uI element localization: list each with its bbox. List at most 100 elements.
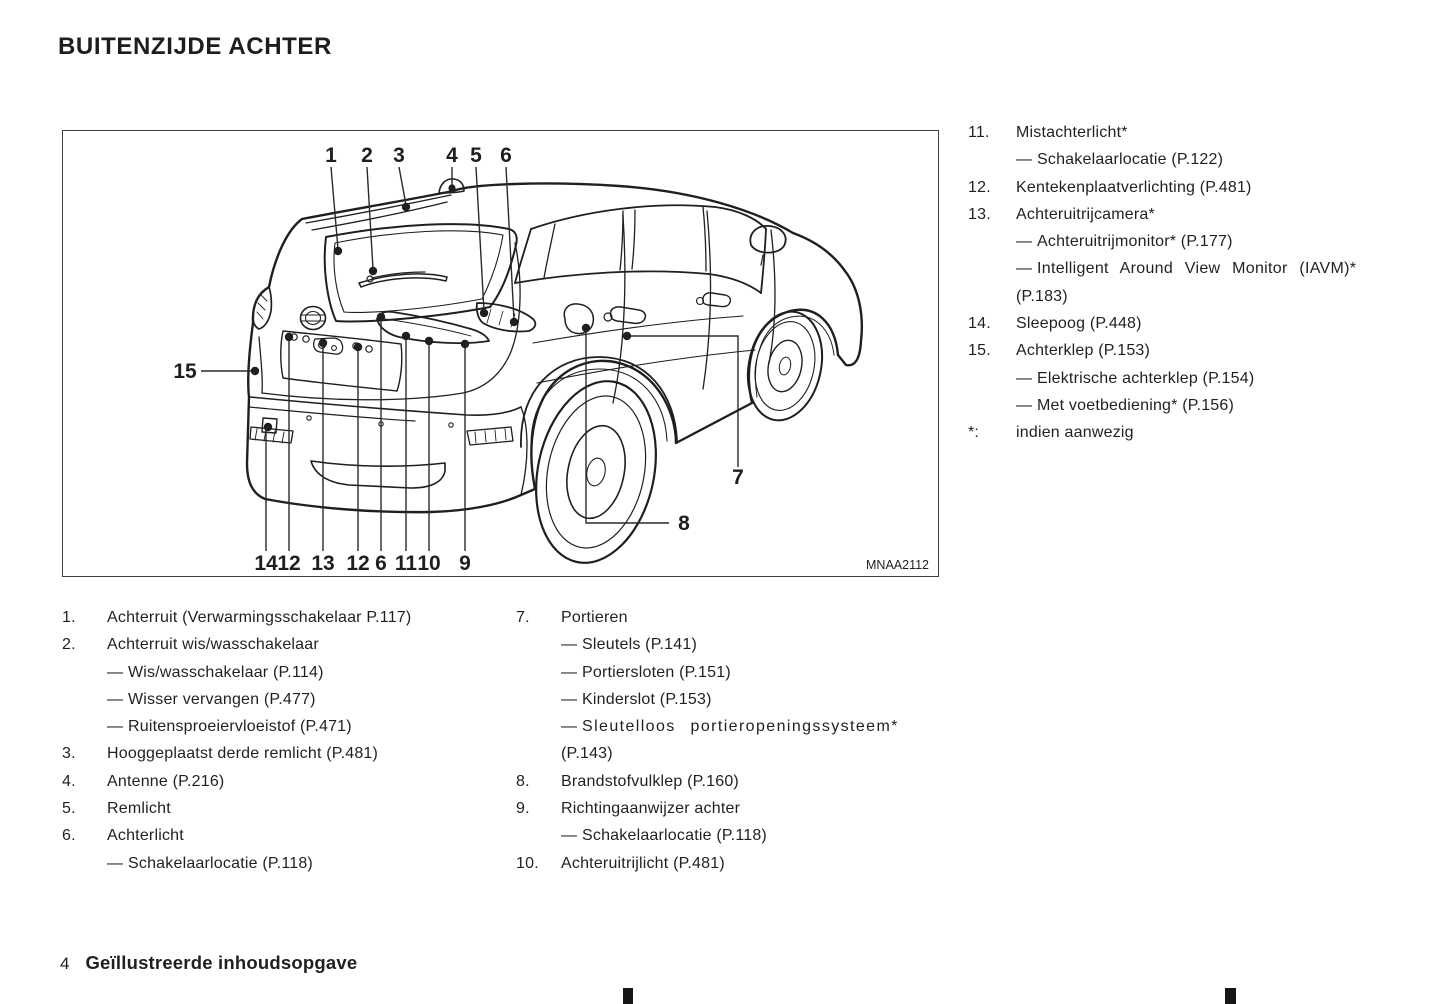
rear-exterior-figure: 1 2 3 4 5 6 15 7 8 14 12 13 12 6 11 10 9… bbox=[62, 130, 939, 577]
rear-wiper bbox=[358, 271, 448, 288]
callout-number: 13 bbox=[311, 552, 334, 575]
dash-bullet: — bbox=[107, 663, 124, 681]
front-wheel bbox=[746, 310, 824, 422]
list-subitem: —Sleutelloos portieropeningssysteem* bbox=[516, 713, 942, 740]
list-item: *: indien aanwezig bbox=[968, 419, 1392, 446]
subitem-text: Wis/wasschakelaar (P.114) bbox=[128, 663, 324, 681]
dash-bullet: — bbox=[107, 854, 124, 872]
print-crop-mark bbox=[1225, 988, 1236, 1004]
item-text: Achterlicht bbox=[107, 827, 184, 845]
list-item: 6. Achterlicht bbox=[62, 822, 502, 849]
item-number: 5. bbox=[62, 800, 76, 818]
list-subitem-continuation: (P.183) bbox=[968, 283, 1392, 310]
list-item: 14.Sleepoog (P.448) bbox=[968, 310, 1392, 337]
callout-number: 12 bbox=[277, 552, 300, 575]
print-crop-mark bbox=[623, 988, 633, 1004]
dash-bullet: — bbox=[561, 636, 578, 654]
dash-bullet: — bbox=[561, 718, 579, 736]
item-number: 4. bbox=[62, 772, 76, 790]
item-text: Antenne (P.216) bbox=[107, 772, 225, 790]
item-number: 10. bbox=[516, 854, 539, 872]
list-subitem: —Met voetbediening* (P.156) bbox=[968, 392, 1392, 419]
parts-list-column-middle: 7.Portieren—Sleutels (P.141)—Portierslot… bbox=[516, 604, 942, 877]
parts-list-column-left: 1. Achterruit (Verwarmingsschakelaar P.11… bbox=[62, 604, 502, 877]
subitem-text: Sleutels (P.141) bbox=[582, 636, 697, 654]
rear-window bbox=[323, 223, 518, 323]
subitem-text: Schakelaarlocatie (P.118) bbox=[128, 854, 313, 872]
item-text: indien aanwezig bbox=[1016, 424, 1134, 442]
dash-bullet: — bbox=[1016, 369, 1033, 387]
subitem-text: Kinderslot (P.153) bbox=[582, 690, 712, 708]
item-text: Achteruitrijlicht (P.481) bbox=[561, 854, 725, 872]
callout-number: 15 bbox=[173, 360, 197, 383]
dash-bullet: — bbox=[561, 827, 578, 845]
list-subitem: —Ruitensproeiervloeistof (P.471) bbox=[62, 713, 502, 740]
side-windows bbox=[514, 204, 767, 294]
callout-number: 6 bbox=[500, 144, 512, 167]
list-item: 9. Richtingaanwijzer achter bbox=[516, 795, 942, 822]
item-number: 3. bbox=[62, 745, 76, 763]
callout-number: 6 bbox=[375, 552, 387, 575]
item-number: 8. bbox=[516, 772, 530, 790]
item-number: 6. bbox=[62, 827, 76, 845]
list-subitem: —Schakelaarlocatie (P.118) bbox=[62, 850, 502, 877]
dash-bullet: — bbox=[1016, 151, 1033, 169]
dash-bullet: — bbox=[1016, 396, 1033, 414]
item-number: *: bbox=[968, 424, 980, 442]
item-text: Achterruit (Verwarmingsschakelaar P.117) bbox=[107, 609, 412, 626]
subitem-text: Met voetbediening* (P.156) bbox=[1037, 396, 1235, 414]
list-subitem-continuation: (P.143) bbox=[516, 740, 942, 767]
dash-bullet: — bbox=[1016, 260, 1033, 278]
item-text: Remlicht bbox=[107, 800, 171, 818]
leader-lines bbox=[201, 166, 739, 551]
item-number: 12. bbox=[968, 178, 991, 196]
list-item: 11.Mistachterlicht* bbox=[968, 119, 1392, 146]
dash-bullet: — bbox=[561, 690, 578, 708]
list-item: 5. Remlicht bbox=[62, 795, 502, 822]
page-title: BUITENZIJDE ACHTER bbox=[58, 33, 332, 60]
list-subitem: —Wis/wasschakelaar (P.114) bbox=[62, 659, 502, 686]
list-item: 13.Achteruitrijcamera* bbox=[968, 201, 1392, 228]
item-text: Achterruit wis/wasschakelaar bbox=[107, 636, 319, 654]
door-handles bbox=[603, 292, 732, 325]
callout-number: 7 bbox=[732, 466, 744, 489]
subitem-text: Portiersloten (P.151) bbox=[582, 663, 731, 681]
side-mirror bbox=[749, 225, 787, 266]
item-text: Achterklep (P.153) bbox=[1016, 342, 1151, 360]
list-subitem: —Wisser vervangen (P.477) bbox=[62, 686, 502, 713]
dash-bullet: — bbox=[107, 718, 124, 736]
item-number: 15. bbox=[968, 342, 991, 360]
dash-bullet: — bbox=[561, 663, 578, 681]
item-number: 1. bbox=[62, 609, 76, 626]
callout-number: 12 bbox=[346, 552, 369, 575]
list-subitem: —Kinderslot (P.153) bbox=[516, 686, 942, 713]
subitem-text: Sleutelloos portieropeningssysteem* bbox=[582, 718, 899, 736]
item-text: Achteruitrijcamera* bbox=[1016, 205, 1155, 223]
callout-number: 14 bbox=[254, 552, 278, 575]
list-item: 4. Antenne (P.216) bbox=[62, 768, 502, 795]
list-subitem: —Achteruitrijmonitor* (P.177) bbox=[968, 228, 1392, 255]
callout-number: 2 bbox=[361, 144, 373, 167]
list-item: 8.Brandstofvulklep (P.160) bbox=[516, 768, 942, 795]
list-item: 15. Achterklep (P.153) bbox=[968, 337, 1392, 364]
list-item: 3.Hooggeplaatst derde remlicht (P.481) bbox=[62, 740, 502, 767]
list-subitem: —Schakelaarlocatie (P.118) bbox=[516, 822, 942, 849]
callout-number: 5 bbox=[470, 144, 482, 167]
callout-numbers: 1 2 3 4 5 6 15 7 8 14 12 13 12 6 11 10 9 bbox=[173, 144, 744, 575]
subitem-continuation-text: (P.143) bbox=[561, 745, 613, 763]
callout-number: 3 bbox=[393, 144, 405, 167]
callout-number: 1 bbox=[325, 144, 337, 167]
item-number: 9. bbox=[516, 800, 530, 818]
list-subitem: —Schakelaarlocatie (P.122) bbox=[968, 146, 1392, 173]
item-text: Sleepoog (P.448) bbox=[1016, 315, 1142, 333]
subitem-text: Elektrische achterklep (P.154) bbox=[1037, 369, 1255, 387]
parts-list-column-right: 11.Mistachterlicht*—Schakelaarlocatie (P… bbox=[968, 119, 1392, 447]
item-text: Kentekenplaatverlichting (P.481) bbox=[1016, 178, 1252, 196]
list-subitem: —Sleutels (P.141) bbox=[516, 631, 942, 658]
callout-number: 8 bbox=[678, 512, 690, 535]
subitem-text: Wisser vervangen (P.477) bbox=[128, 690, 316, 708]
footer-page-number: 4 bbox=[60, 954, 70, 973]
item-text: Richtingaanwijzer achter bbox=[561, 800, 741, 818]
callout-dots bbox=[250, 184, 632, 432]
